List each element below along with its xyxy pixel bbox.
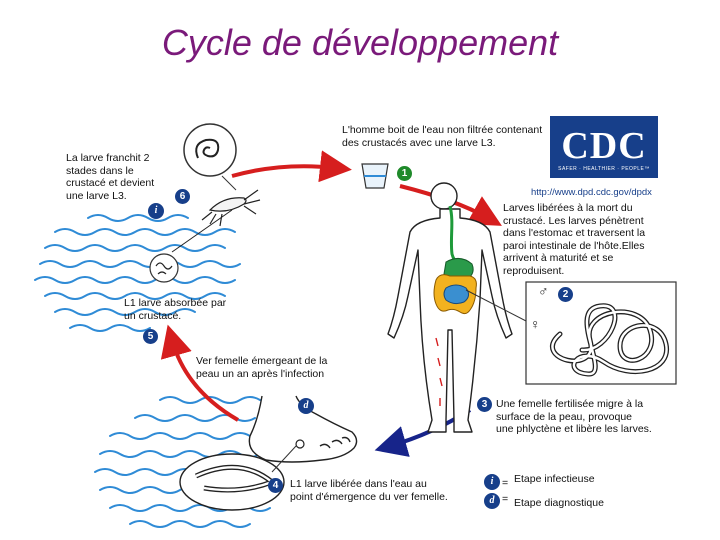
step-1-badge: 1 — [397, 166, 412, 181]
step-2-text: Larves libérées à la mort du crustacé. L… — [503, 202, 646, 277]
pointer-line — [465, 289, 529, 323]
cdc-letters: CDC — [561, 125, 647, 167]
legend-diagnostic-text: Etape diagnostique — [514, 497, 604, 509]
legend-diagnostic-eq: = — [502, 493, 509, 505]
legend-infective-text: Etape infectieuse — [514, 473, 595, 485]
l1-larvae-inset — [149, 253, 179, 283]
arrow-4-to-5 — [160, 324, 239, 422]
cdc-url[interactable]: http://www.dpd.cdc.gov/dpdx — [531, 187, 652, 198]
water-glass-icon — [361, 163, 389, 189]
page-title: Cycle de développement — [161, 22, 559, 63]
step-3-badge: 3 — [477, 397, 492, 412]
step-1-text: L'homme boit de l'eau non filtrée conten… — [342, 124, 543, 149]
step-4-badge: 4 — [268, 478, 283, 493]
human-figure — [387, 182, 513, 433]
crustacean-inset — [183, 123, 237, 191]
emerging-worm-label: Ver femelle émergeant de la peau un an a… — [196, 355, 328, 380]
step-4-text: L1 larve libérée dans l'eau au point d'é… — [290, 478, 448, 503]
male-symbol: ♂ — [538, 283, 549, 299]
step-3-text: Une femelle fertilisée migre à la surfac… — [496, 398, 652, 436]
crustacean-drawing — [171, 189, 261, 253]
emerging-worm-inset — [179, 445, 297, 511]
cdc-tagline: SAFER · HEALTHIER · PEOPLE™ — [558, 166, 650, 172]
cdc-logo: CDC SAFER · HEALTHIER · PEOPLE™ — [550, 116, 658, 178]
step-6-text: La larve franchit 2 stades dans le crust… — [66, 152, 155, 202]
infective-stage-indicator: i — [148, 203, 164, 219]
digestive-organs — [433, 205, 477, 315]
legend-diagnostic-icon: d — [484, 493, 500, 509]
step-6-badge: 6 — [175, 189, 190, 204]
legend-infective-icon: i — [484, 474, 500, 490]
adult-worms-inset — [525, 281, 677, 385]
arrow-6-to-1 — [231, 150, 352, 183]
female-symbol: ♀ — [530, 316, 541, 332]
step-2-badge: 2 — [558, 287, 573, 302]
foot-drawing — [248, 395, 358, 463]
migrating-worm-marks — [435, 337, 443, 406]
legend-infective-eq: = — [502, 477, 509, 489]
water-waves-left — [34, 214, 241, 332]
diagnostic-stage-indicator: d — [298, 398, 314, 414]
step-5-text: L1 larve absorbée par un crustacé. — [124, 297, 227, 322]
step-5-badge: 5 — [143, 329, 158, 344]
